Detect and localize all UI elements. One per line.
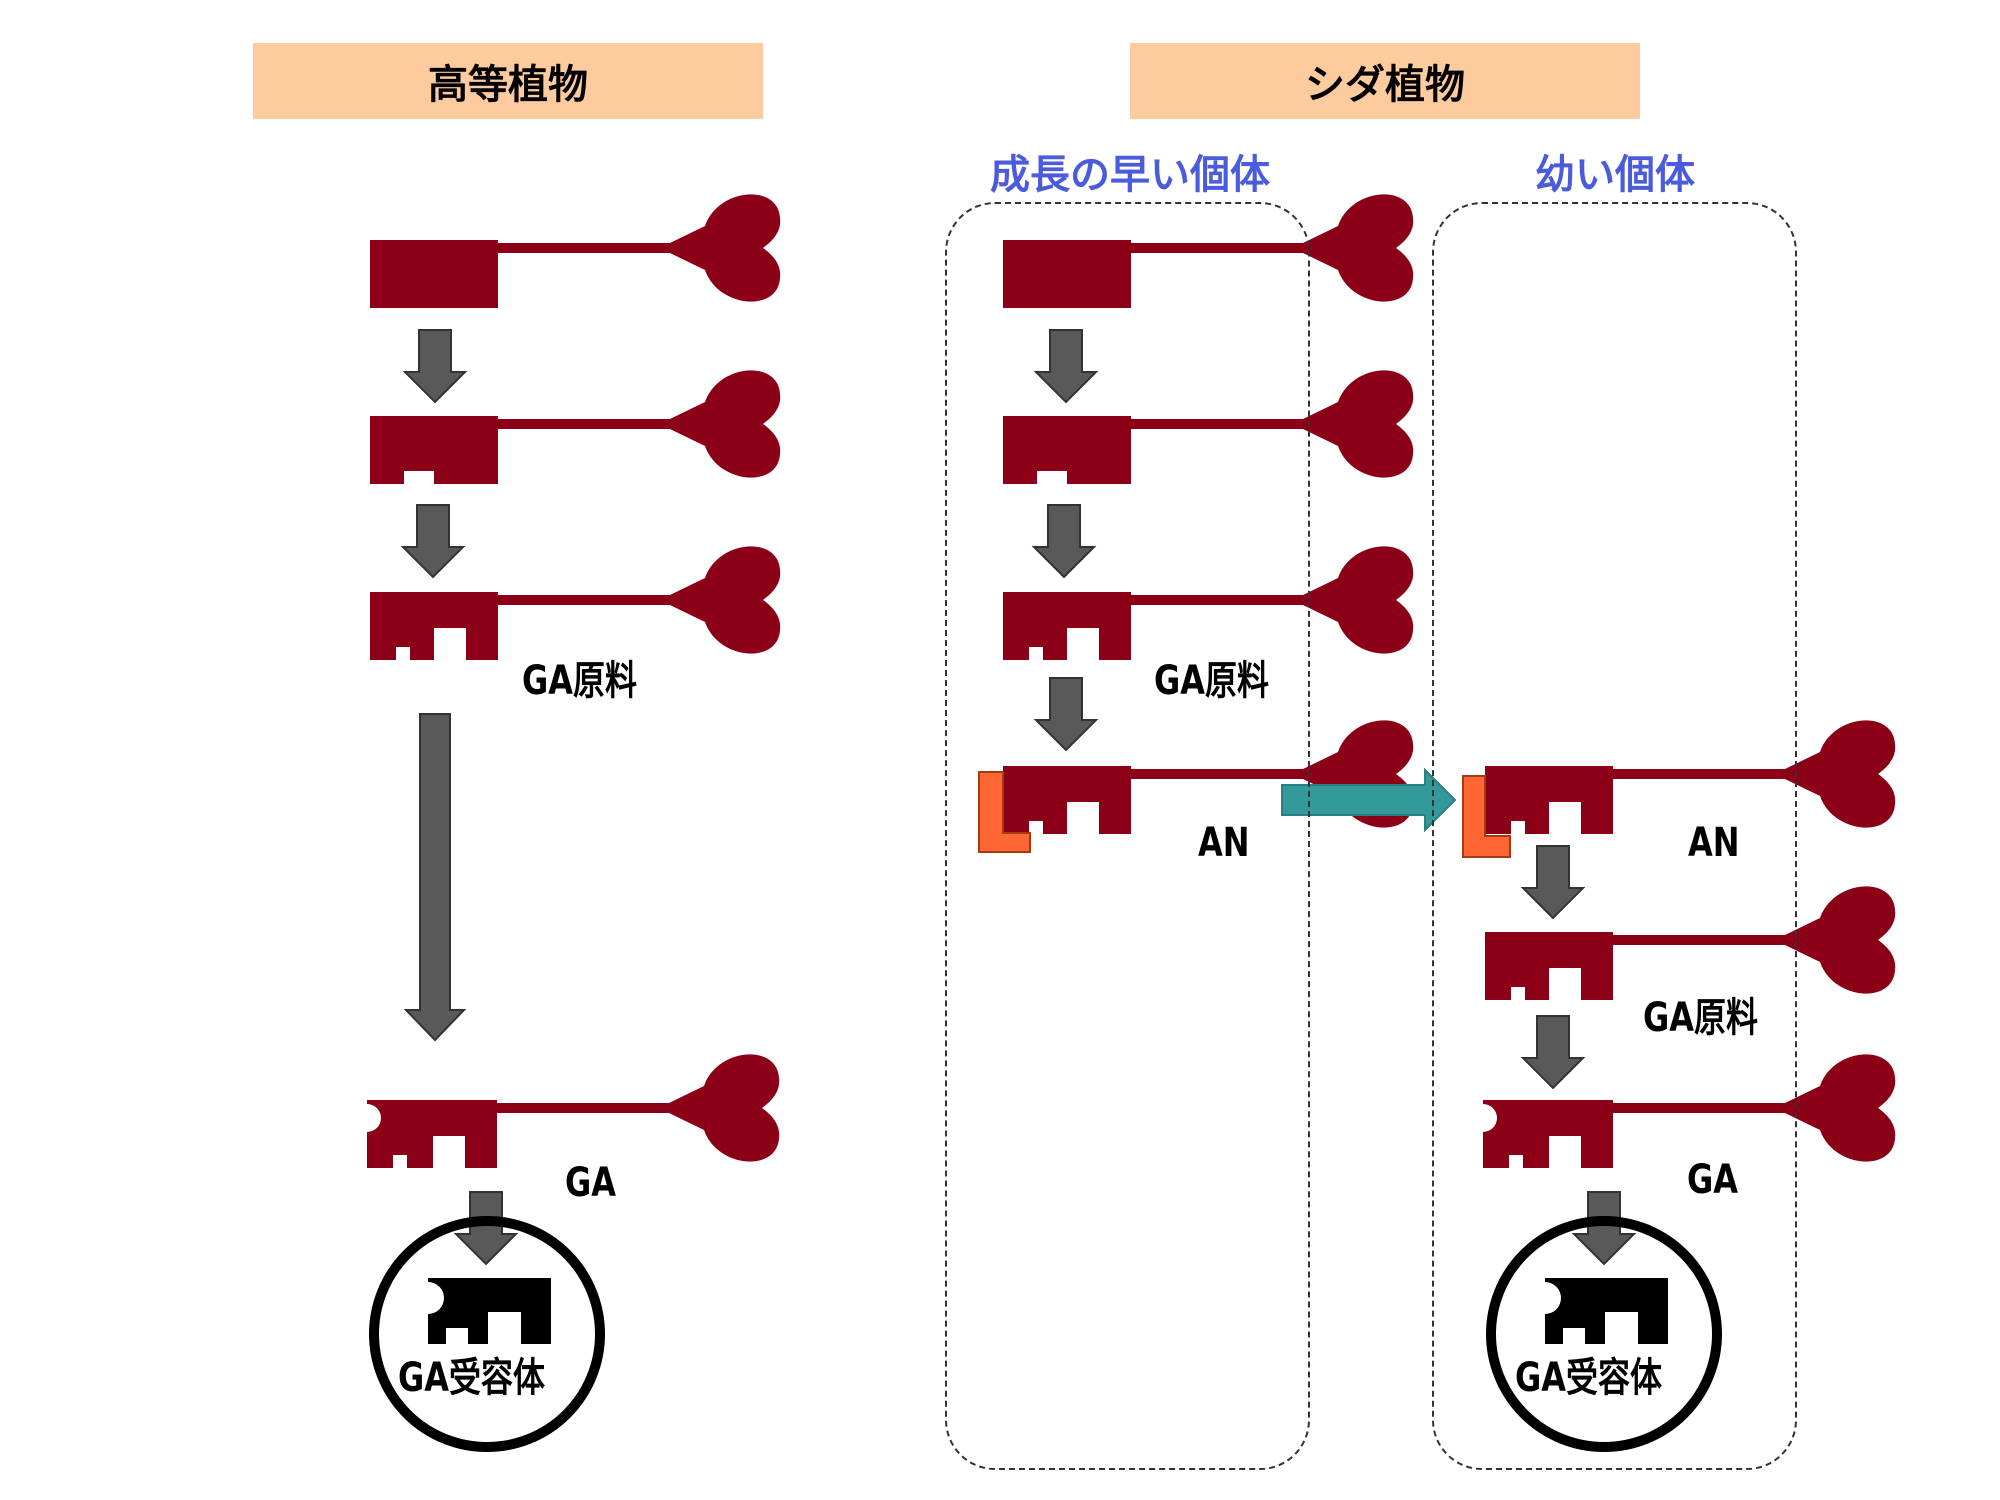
label-ga: GA (1687, 1157, 1739, 1203)
label-ga-precursor: GA原料 (1643, 995, 1759, 1041)
key-precursor-1 (370, 194, 781, 308)
long-down-arrow (403, 713, 467, 1042)
ga-receptor (369, 1216, 605, 1452)
label-ga-receptor: GA受容体 (1515, 1355, 1663, 1401)
key-ga (1483, 1054, 1896, 1168)
key-ga-precursor (1003, 546, 1414, 660)
header-higher-plants: 高等植物 (253, 43, 763, 119)
label-ga-receptor: GA受容体 (398, 1355, 546, 1401)
key-ga-precursor (1485, 886, 1896, 1000)
subtitle-young: 幼い個体 (1535, 152, 1695, 198)
panel-young (1432, 202, 1797, 1470)
an-tag (978, 771, 1031, 853)
label-ga-precursor: GA原料 (522, 658, 638, 704)
key-ga-precursor (370, 546, 781, 660)
down-arrow (402, 504, 464, 578)
ga-receptor (1486, 1216, 1722, 1452)
key-ga (367, 1054, 780, 1168)
subtitle-early-growth: 成長の早い個体 (990, 152, 1270, 198)
key-precursor-2 (1003, 370, 1414, 484)
header-ferns: シダ植物 (1130, 43, 1640, 119)
an-tag (1462, 775, 1511, 858)
panel-early-growth (945, 202, 1310, 1470)
key-precursor-1 (1003, 194, 1414, 308)
transfer-arrow (1281, 767, 1457, 833)
down-arrow (404, 329, 466, 403)
label-an: AN (1688, 820, 1740, 866)
label-an: AN (1198, 820, 1250, 866)
key-an (1003, 720, 1414, 834)
label-ga: GA (565, 1160, 617, 1206)
key-an (1485, 720, 1896, 834)
label-ga-precursor: GA原料 (1154, 658, 1270, 704)
key-precursor-2 (370, 370, 781, 484)
